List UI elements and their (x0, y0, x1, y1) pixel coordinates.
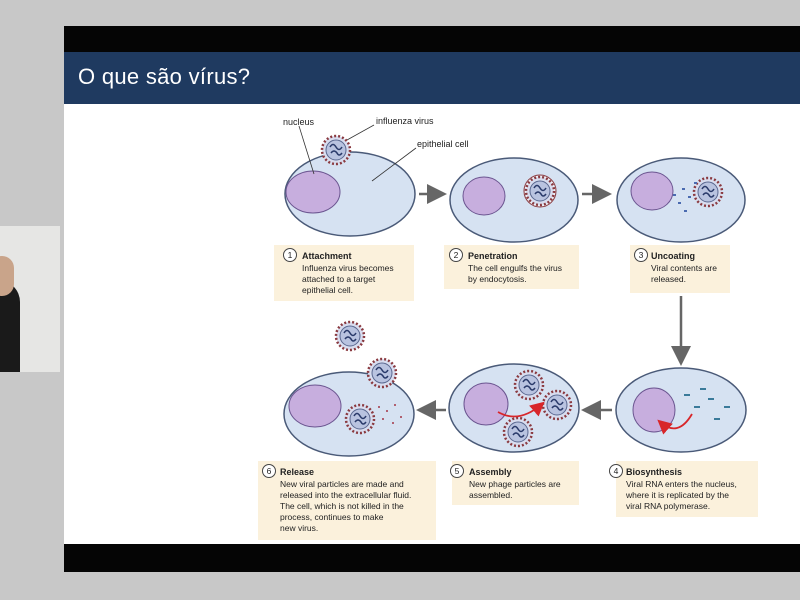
shared-screen: O que são vírus? (64, 26, 800, 572)
step-title-4: Biosynthesis (626, 467, 682, 477)
step-1-line-3: epithelial cell. (302, 285, 353, 295)
step-number-1: 1 (283, 248, 297, 262)
caption-box-5 (452, 461, 579, 505)
cell-biosynthesis (615, 367, 747, 453)
step-title-1: Attachment (302, 251, 352, 261)
slide-title: O que são vírus? (78, 64, 251, 89)
presenter-silhouette (0, 280, 20, 372)
caption-box-4 (616, 461, 758, 517)
svg-text:5: 5 (455, 466, 460, 476)
top-black-bar (64, 26, 800, 52)
svg-text:6: 6 (267, 466, 272, 476)
step-title-5: Assembly (469, 467, 512, 477)
svg-text:2: 2 (454, 250, 459, 260)
step-5-line-2: assembled. (469, 490, 512, 500)
step-number-3: 3 (634, 248, 648, 262)
step-number-4: 4 (609, 464, 623, 478)
label-influenza-virus: influenza virus (376, 116, 434, 126)
step-number-2: 2 (449, 248, 463, 262)
cell-penetration (449, 157, 579, 243)
step-6-line-3: The cell, which is not killed in the (280, 501, 404, 511)
epithelial-leader (371, 147, 417, 182)
label-nucleus: nucleus (283, 117, 315, 127)
bottom-black-bar (64, 544, 800, 572)
cell-attachment (284, 134, 416, 237)
step-1-line-2: attached to a target (302, 274, 376, 284)
step-5-line-1: New phage particles are (469, 479, 561, 489)
presenter-face (0, 256, 14, 296)
step-6-line-5: new virus. (280, 523, 318, 533)
step-3-line-1: Viral contents are (651, 263, 717, 273)
caption-box-2 (444, 245, 579, 289)
webcam-overlay (0, 226, 60, 372)
step-4-line-2: where it is replicated by the (625, 490, 729, 500)
caption-box-6 (258, 461, 436, 540)
step-2-line-1: The cell engulfs the virus (468, 263, 562, 273)
step-4-line-1: Viral RNA enters the nucleus, (626, 479, 737, 489)
step-number-5: 5 (450, 464, 464, 478)
step-3-line-2: released. (651, 274, 686, 284)
label-epithelial-cell: epithelial cell (417, 139, 469, 149)
influenza-leader (346, 124, 375, 141)
cell-release (283, 320, 415, 457)
step-title-3: Uncoating (651, 251, 695, 261)
caption-box-1 (274, 245, 414, 301)
step-6-line-4: process, continues to make (280, 512, 384, 522)
slide-title-bar (64, 52, 800, 104)
step-6-line-1: New viral particles are made and (280, 479, 404, 489)
step-1-line-1: Influenza virus becomes (302, 263, 394, 273)
step-4-line-3: viral RNA polymerase. (626, 501, 710, 511)
step-title-6: Release (280, 467, 314, 477)
nucleus-leader (298, 125, 315, 175)
virus-lifecycle-diagram: 1 2 3 4 5 6 Attachment Penetration Uncoa… (258, 116, 758, 540)
step-number-6: 6 (262, 464, 276, 478)
svg-text:1: 1 (288, 250, 293, 260)
step-6-line-2: released into the extracellular fluid. (280, 490, 411, 500)
cell-uncoating (616, 157, 746, 243)
svg-text:3: 3 (639, 250, 644, 260)
svg-text:4: 4 (614, 466, 619, 476)
step-title-2: Penetration (468, 251, 518, 261)
step-2-line-2: by endocytosis. (468, 274, 527, 284)
cell-assembly (448, 363, 580, 453)
